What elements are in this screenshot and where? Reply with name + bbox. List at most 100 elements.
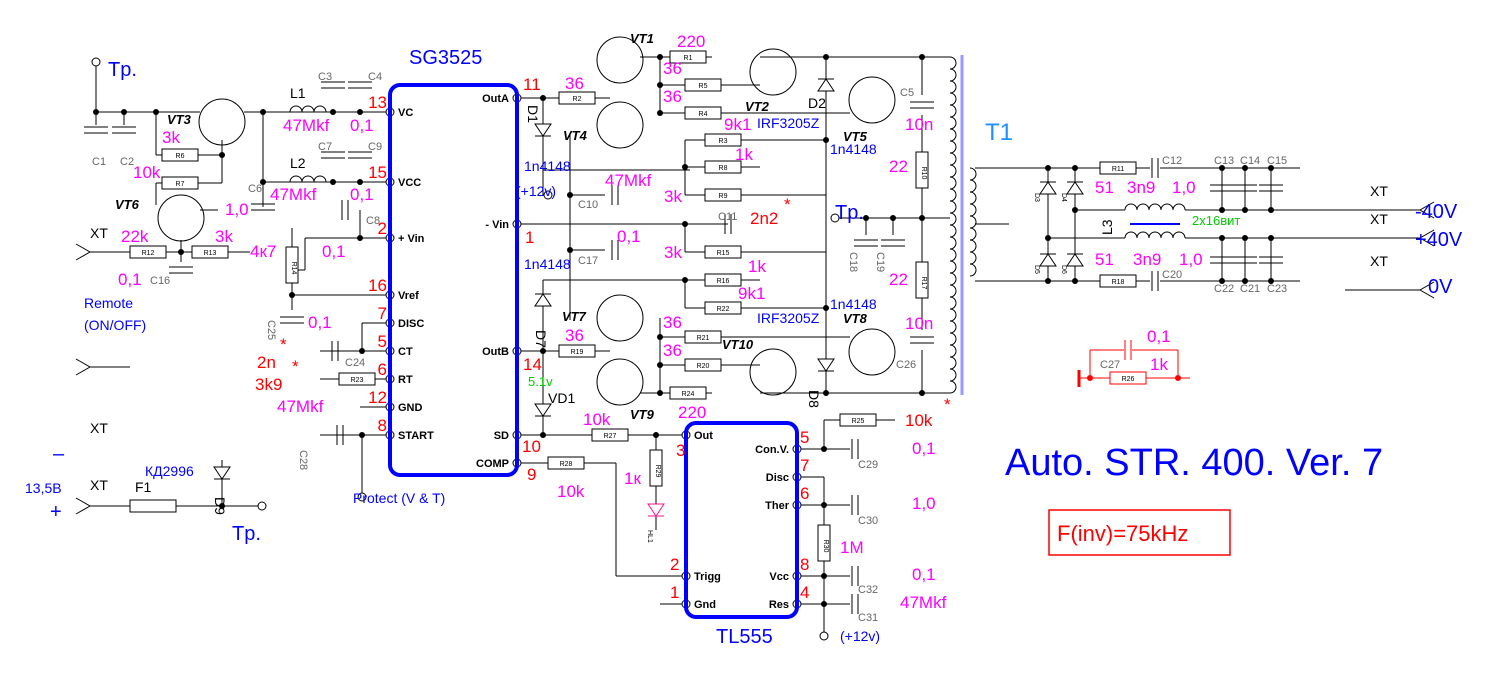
component-value: 36 [663,59,682,78]
capacitor-designator: C30 [858,515,878,527]
junction-dot [540,432,546,438]
resistor-designator: R9 [719,193,728,200]
junction-dot [821,502,827,508]
inductor-coil [289,175,327,183]
resistor-designator: R21 [697,335,710,342]
capacitor-designator: C26 [896,359,916,371]
resistor-designator: R4 [699,111,708,118]
resistor [704,133,742,147]
capacitor-designator: C25 [265,320,277,340]
transistor-designator: VT3 [167,112,192,127]
capacitor-designator: C13 [1214,155,1234,167]
transistor-designator: VT8 [843,311,868,326]
capacitor-designator: C8 [366,215,380,227]
transistor-symbol [749,348,797,396]
junction-dot [1045,235,1051,241]
tl555-pin-number: 1 [670,583,679,602]
capacitor-designator: C18 [847,252,859,272]
junction-dot [682,221,688,227]
junction-dot [260,179,266,185]
capacitor-designator: C12 [1162,155,1182,167]
diode-symbol [1066,253,1084,267]
sg3525-pin-label: GND [398,402,423,414]
sg3525-pin-label: VC [398,107,413,119]
annotation: (ON/OFF) [84,317,146,333]
diode-symbol [534,293,552,307]
resistor [558,344,596,358]
wires [90,56,1420,636]
connector-label: XT [1370,211,1388,227]
diode-designator: D8 [806,390,822,408]
junction-dot [330,109,336,115]
connector-xt [75,497,92,515]
component-value: 47Mkf [900,593,947,612]
junction-dot [359,348,365,354]
transistor-designator: VT9 [630,407,655,422]
component-value: 22k [121,227,149,246]
component-value-marked: 3k9 [255,375,282,394]
resistor [704,160,742,174]
resistor-designator: R26 [1122,376,1135,383]
capacitor-designator: C29 [858,459,878,471]
transistor-symbol [596,294,644,342]
component-value: 22 [889,270,908,289]
sg3525-pin-label: OutB [482,346,509,358]
connector-xt [1418,229,1435,247]
tl555-pin-number: 4 [800,583,809,602]
capacitor-designator: C14 [1240,155,1260,167]
tl555-pin-label: Con.V. [755,444,789,456]
inductor-coil [289,105,327,113]
resistor [915,151,929,189]
resistor [817,524,831,562]
capacitor-designator: C17 [578,255,598,267]
junction-dot [1268,207,1274,213]
tl555-pin-number: 8 [800,555,809,574]
junction-dot [1268,235,1274,241]
component-value: 36 [663,87,682,106]
annotation-large: Tp. [835,202,864,224]
component-value: 4к7 [250,242,276,261]
frequency-label: F(inv)=75kHz [1057,521,1188,546]
component-value: 0,1 [118,270,142,289]
junction-dot [1242,278,1248,284]
diode-symbol [817,358,835,372]
annotation-large: Tp. [108,59,137,81]
diode-designator: D3 [1033,193,1040,202]
annotation: Protect (V & T) [353,490,445,506]
connector-label: XT [1370,183,1388,199]
resistor-designator: R12 [142,250,155,257]
sg3525-pin-number: 9 [527,465,536,484]
component-value: 1к [624,469,641,488]
component-value: 3k [215,227,233,246]
resistor-designator: R28 [560,461,573,468]
resistor [161,176,199,190]
resistor [839,413,877,427]
sg3525-pin-number: 6 [378,360,387,379]
component-value: 1,0 [225,200,249,219]
component-value: 1,0 [1179,250,1203,269]
junction-dot [1087,375,1093,381]
component-value: 47Mkf [277,397,324,416]
capacitor-designator: C31 [858,612,878,624]
component-value: 0,1 [1147,327,1171,346]
resistor [338,372,376,386]
component-value: 3k [162,128,180,147]
annotation: IRF3205Z [757,115,820,131]
component-value: 0,1 [308,313,332,332]
resistor [684,106,722,120]
junction-dot [1242,165,1248,171]
sg3525-pin-number: 14 [523,355,542,374]
junction-dot [219,152,225,158]
resistor [669,386,707,400]
resistor [684,330,722,344]
component-value: 36 [663,341,682,360]
transistor-symbol [848,76,896,124]
tl555-pin-label: Disc [766,472,789,484]
sg3525-pin-number: 7 [378,304,387,323]
junction-dot [919,215,925,221]
component-value: 1k [748,257,766,276]
capacitor-designator: C1 [92,156,106,168]
resistor [1109,371,1147,385]
junction-dot [567,192,573,198]
junction-dot [657,110,663,116]
